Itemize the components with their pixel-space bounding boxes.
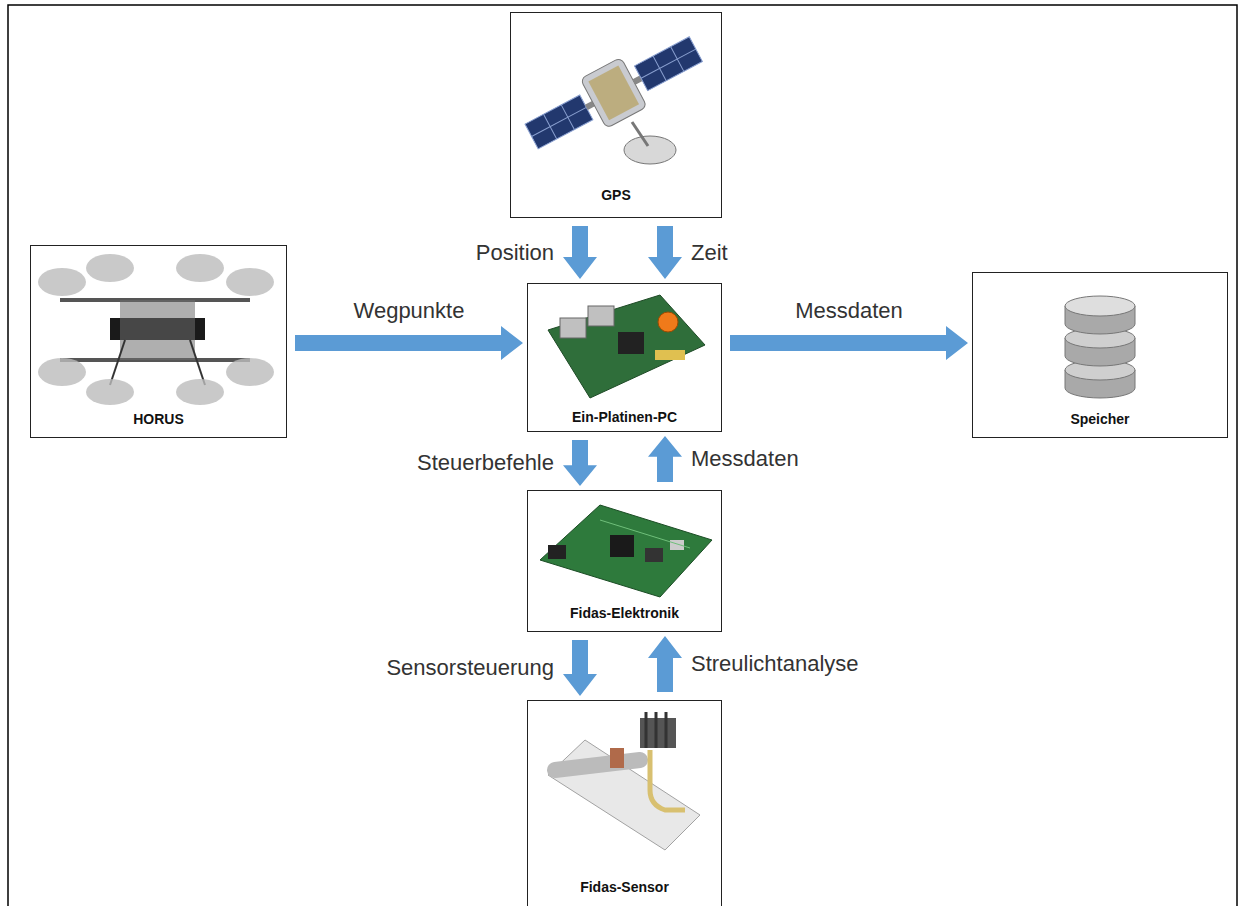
disk-top	[1065, 296, 1135, 316]
arrow-label: Messdaten	[689, 446, 801, 471]
satellite-picture	[518, 24, 709, 161]
chip	[610, 535, 634, 557]
block-arrow	[563, 640, 597, 696]
rotor	[38, 268, 86, 296]
rotor	[86, 379, 134, 405]
arrow-label: Messdaten	[793, 298, 905, 323]
storage-picture	[1065, 296, 1135, 398]
sensor-housing	[548, 740, 700, 850]
rotor	[226, 358, 274, 386]
arrow-label: Steuerbefehle	[415, 450, 556, 475]
arrow-label: Streulichtanalyse	[689, 651, 861, 676]
solar-panel	[525, 95, 593, 149]
drone-frame	[120, 300, 195, 360]
rotor	[176, 379, 224, 405]
circuit-board	[548, 295, 705, 398]
audio-jack	[658, 312, 678, 332]
satellite-dish	[624, 136, 676, 164]
landing-leg	[110, 340, 125, 385]
usb-port	[560, 318, 586, 338]
outer-frame	[8, 5, 1237, 906]
connector	[548, 545, 566, 559]
network-port	[588, 306, 614, 326]
component-box: Ein-Platinen-PC	[527, 283, 722, 432]
heat-sink-fin	[655, 712, 658, 748]
dish-arm	[632, 122, 648, 146]
light-path	[650, 750, 685, 810]
component-label: Fidas-Sensor	[580, 879, 669, 895]
rotor	[176, 254, 224, 282]
block-arrow	[295, 326, 523, 360]
satellite-foil	[588, 65, 639, 120]
chip	[618, 332, 644, 354]
sensor-tube	[555, 760, 640, 770]
arrow-label: Zeit	[689, 240, 730, 265]
heat-sink-fin	[665, 712, 668, 748]
component-label: Speicher	[1070, 411, 1129, 427]
arrow-label: Wegpunkte	[352, 298, 467, 323]
block-arrow	[563, 440, 597, 486]
panel-grid	[641, 49, 696, 78]
trace	[600, 520, 690, 548]
arrow-label: Sensorsteuerung	[384, 655, 556, 680]
rotor	[86, 254, 134, 282]
component-box: HORUS	[30, 245, 287, 438]
block-arrow	[648, 636, 682, 692]
component-box: Fidas-Sensor	[527, 700, 722, 906]
landing-leg	[190, 340, 205, 385]
heat-sink-fin	[645, 712, 648, 748]
block-arrow	[648, 226, 682, 279]
circuit-board	[540, 505, 712, 597]
component-label: Fidas-Elektronik	[570, 605, 679, 621]
component-label: HORUS	[133, 411, 184, 427]
component-label: GPS	[601, 187, 631, 203]
panel-grid	[532, 107, 587, 136]
component-box: Fidas-Elektronik	[527, 490, 722, 632]
drone-picture	[38, 254, 274, 405]
board-picture	[548, 295, 705, 398]
block-arrow	[730, 326, 968, 360]
arrow-label: Position	[474, 240, 556, 265]
electronics-picture	[540, 505, 712, 597]
connector	[655, 350, 685, 360]
component-box: GPS	[510, 12, 722, 218]
component-box: Speicher	[972, 272, 1228, 438]
rotor	[38, 358, 86, 386]
sensor-picture	[548, 712, 700, 850]
block-arrow	[563, 226, 597, 279]
sensor-part	[610, 748, 624, 768]
block-arrow	[648, 436, 682, 482]
chip	[645, 548, 663, 562]
component-label: Ein-Platinen-PC	[572, 409, 677, 425]
solar-panel	[635, 37, 703, 91]
rotor	[226, 268, 274, 296]
